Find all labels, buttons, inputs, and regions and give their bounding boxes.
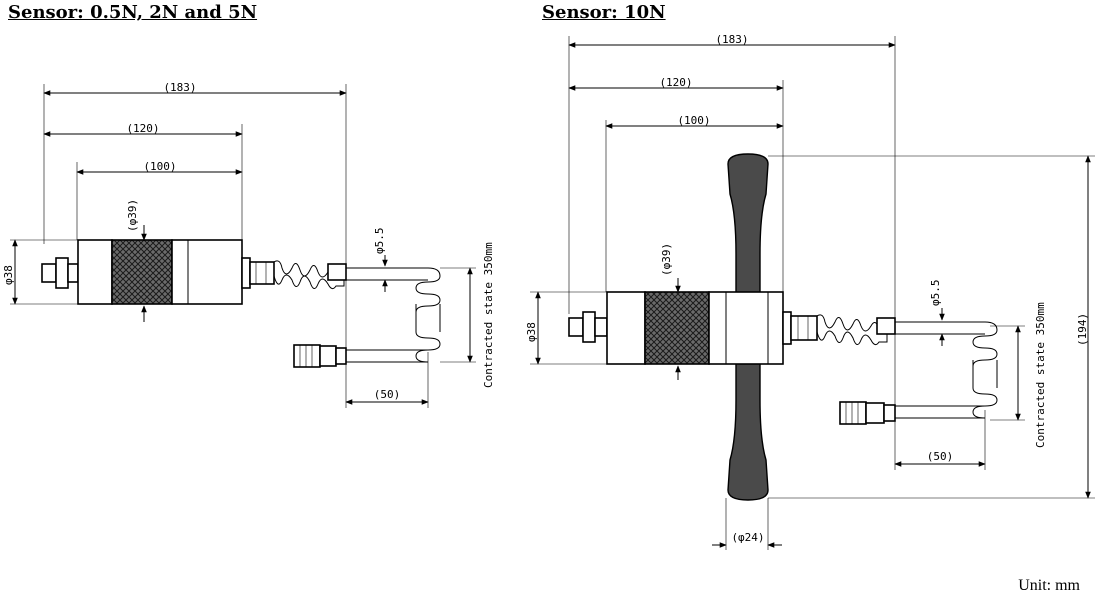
left-dim-120: (120) (126, 122, 159, 135)
right-dim-phi38: φ38 (525, 322, 538, 342)
left-dim-183: (183) (163, 81, 196, 94)
left-dim-phi38: φ38 (2, 265, 15, 285)
left-dim-contracted-state: Contracted state 350mm (482, 242, 495, 388)
left-dim-100: (100) (143, 160, 176, 173)
left-dim-phi5-5: φ5.5 (373, 228, 386, 255)
title-right-sensor: Sensor: 10N (542, 2, 666, 23)
right-dim-100: (100) (677, 114, 710, 127)
right-dim-phi24: (φ24) (731, 531, 764, 544)
right-dim-50: (50) (927, 450, 954, 463)
right-dim-194: (194) (1076, 313, 1089, 346)
right-dim-phi39: (φ39) (660, 243, 673, 276)
left-dim-50: (50) (374, 388, 401, 401)
right-sensor-drawing (530, 36, 1095, 550)
right-dim-phi5-5: φ5.5 (929, 280, 942, 307)
unit-label: Unit: mm (1018, 577, 1080, 594)
right-dim-contracted-state: Contracted state 350mm (1034, 302, 1047, 448)
left-sensor-drawing (10, 84, 476, 408)
left-dim-phi39: (φ39) (126, 199, 139, 232)
title-left-sensor: Sensor: 0.5N, 2N and 5N (8, 2, 258, 23)
right-dim-183: (183) (715, 33, 748, 46)
right-dim-120: (120) (659, 76, 692, 89)
